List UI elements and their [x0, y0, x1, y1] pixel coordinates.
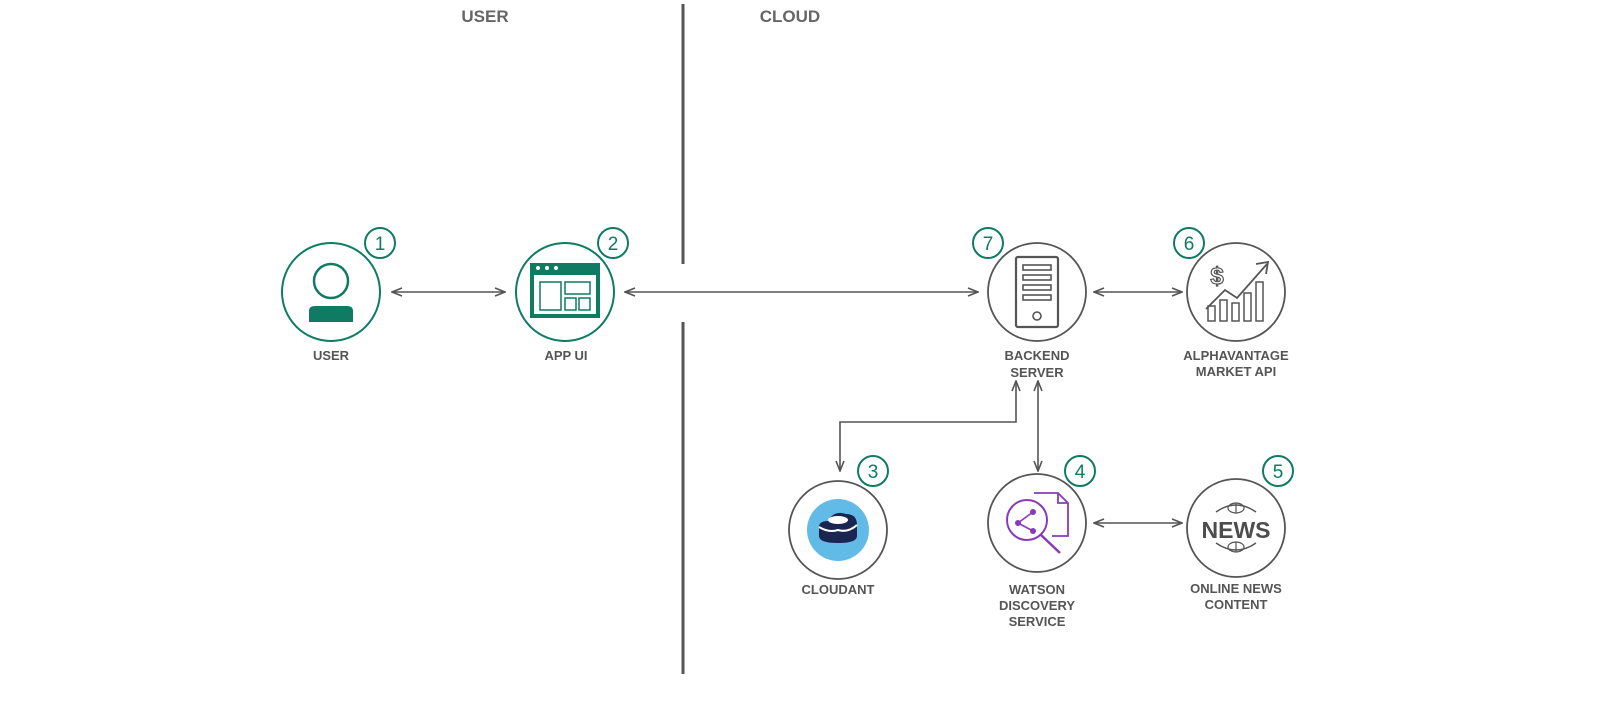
- node-app-ui: 2 APP UI: [515, 227, 629, 363]
- step-number-4: 4: [1075, 462, 1086, 483]
- discovery-search-icon: [1006, 492, 1069, 554]
- node-cloudant: 3 CLOUDANT: [788, 455, 889, 597]
- step-number-6: 6: [1184, 234, 1195, 255]
- step-number-2: 2: [608, 234, 619, 255]
- label-alpha-line-2: MARKET API: [1196, 364, 1276, 379]
- node-user: 1 USER: [281, 227, 396, 363]
- section-title-user: USER: [461, 7, 508, 26]
- step-badge-3: [857, 455, 889, 487]
- node-alphavantage: $ 6 ALPHAVANTAGE MARKET API: [1173, 227, 1289, 379]
- step-badge-2: [597, 227, 629, 259]
- label-backend-line-1: BACKEND: [1005, 348, 1070, 363]
- cloudant-database-icon: [807, 499, 869, 561]
- step-number-1: 1: [375, 234, 386, 255]
- person-icon: [309, 262, 353, 322]
- node-online-news: NEWS 5 ONLINE NEWS CONTENT: [1186, 455, 1294, 612]
- label-news-line-1: ONLINE NEWS: [1190, 581, 1282, 596]
- step-number-3: 3: [868, 462, 879, 483]
- connector-backend-cloudant: [840, 381, 1016, 471]
- dollar-sign: $: [1210, 263, 1224, 290]
- label-watson-line-3: SERVICE: [1009, 614, 1066, 629]
- app-window-icon: [530, 263, 600, 318]
- news-icon-text: NEWS: [1202, 517, 1271, 543]
- step-badge-5: [1262, 455, 1294, 487]
- label-cloudant: CLOUDANT: [802, 582, 875, 597]
- node-backend-server: 7 BACKEND SERVER: [972, 227, 1087, 380]
- label-watson-line-2: DISCOVERY: [999, 598, 1075, 613]
- step-number-5: 5: [1273, 462, 1284, 483]
- label-watson-line-1: WATSON: [1009, 582, 1065, 597]
- label-user: USER: [313, 348, 350, 363]
- news-globe-icon: NEWS: [1202, 502, 1271, 553]
- step-number-7: 7: [983, 234, 994, 255]
- label-news-line-2: CONTENT: [1205, 597, 1268, 612]
- market-chart-icon: $: [1205, 260, 1270, 322]
- step-badge-1: [364, 227, 396, 259]
- label-alpha-line-1: ALPHAVANTAGE: [1183, 348, 1289, 363]
- server-icon: [1014, 255, 1060, 329]
- label-app-ui: APP UI: [544, 348, 587, 363]
- step-badge-4: [1064, 455, 1096, 487]
- step-badge-6: [1173, 227, 1205, 259]
- label-backend-line-2: SERVER: [1010, 365, 1064, 380]
- step-badge-7: [972, 227, 1004, 259]
- section-title-cloud: CLOUD: [760, 7, 820, 26]
- node-watson-discovery: 4 WATSON DISCOVERY SERVICE: [987, 455, 1096, 629]
